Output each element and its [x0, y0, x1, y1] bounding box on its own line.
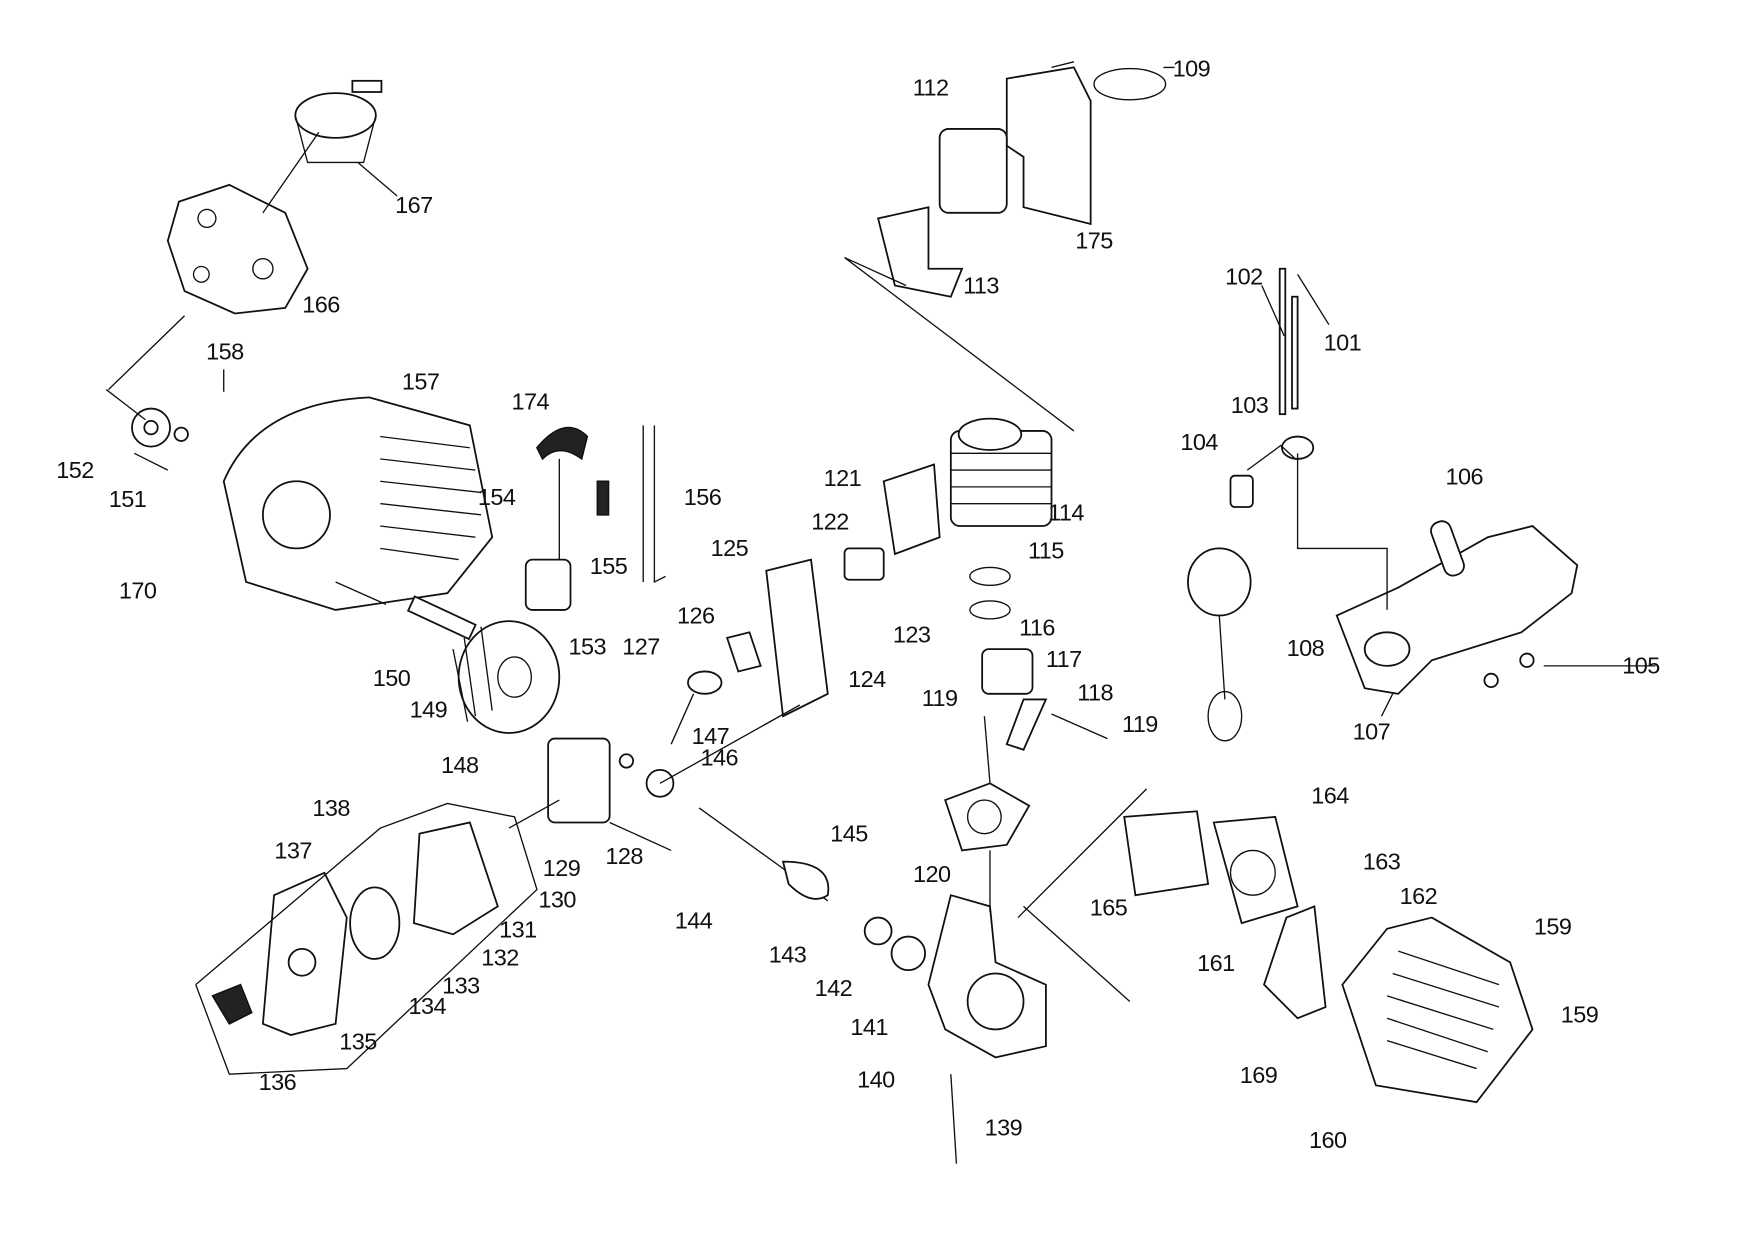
leader-lines — [105, 61, 1656, 1164]
part-label-109: 109 — [1173, 55, 1211, 81]
part-label-137: 137 — [274, 837, 312, 863]
part-label-159: 159 — [1534, 913, 1572, 939]
part-label-115: 115 — [1028, 537, 1064, 563]
part-labels: 109 112 175 113 102 101 167 166 158 157 174 156 152 1… — [56, 55, 1661, 1153]
part-label-165: 165 — [1090, 894, 1128, 920]
wire-harness — [642, 425, 666, 584]
part-label-107: 107 — [1353, 719, 1391, 745]
part-label-175: 175 — [1075, 228, 1113, 254]
part-label-149: 149 — [410, 696, 448, 722]
part-label-160: 160 — [1309, 1127, 1347, 1153]
part-label-174: 174 — [511, 389, 549, 415]
plates-125-121 — [687, 463, 941, 718]
part-label-125: 125 — [711, 535, 749, 561]
part-label-108: 108 — [1287, 635, 1325, 661]
crankshaft — [698, 807, 830, 902]
part-label-121: 121 — [824, 465, 862, 491]
part-label-139: 139 — [985, 1115, 1023, 1141]
part-label-131: 131 — [499, 917, 537, 943]
part-label-103: 103 — [1231, 392, 1269, 418]
part-label-120: 120 — [913, 861, 951, 887]
part-label-163: 163 — [1363, 848, 1401, 874]
part-label-162: 162 — [1400, 883, 1438, 909]
part-label-102: 102 — [1225, 263, 1263, 289]
carburetor — [508, 737, 611, 829]
part-label-157: 157 — [402, 369, 440, 395]
clutch-assembly — [166, 183, 309, 315]
part-label-104: 104 — [1180, 429, 1218, 455]
part-label-119: 119 — [922, 685, 958, 711]
part-label-112: 112 — [913, 74, 949, 100]
part-label-116: 116 — [1019, 615, 1055, 641]
ignition-coil — [524, 426, 589, 611]
part-label-154: 154 — [478, 484, 516, 510]
part-label-169: 169 — [1240, 1062, 1278, 1088]
starter-housing — [131, 396, 494, 611]
fan-cover — [1123, 810, 1534, 1104]
bearings — [618, 753, 926, 972]
part-label-145: 145 — [830, 820, 868, 846]
part-label-142: 142 — [815, 975, 853, 1001]
part-label-140: 140 — [857, 1067, 895, 1093]
flywheel — [406, 595, 561, 734]
air-filter — [195, 802, 538, 1075]
part-label-124: 124 — [848, 666, 886, 692]
part-label-153: 153 — [569, 634, 607, 660]
part-label-170: 170 — [119, 578, 157, 604]
fuel-lines — [1229, 267, 1388, 610]
piston-conrod — [981, 648, 1108, 751]
part-label-129: 129 — [543, 855, 581, 881]
crankcase — [927, 894, 1047, 1059]
part-label-134: 134 — [409, 993, 447, 1019]
part-label-133: 133 — [442, 973, 480, 999]
part-label-135: 135 — [339, 1029, 377, 1055]
part-label-106: 106 — [1446, 464, 1484, 490]
part-label-150: 150 — [373, 665, 411, 691]
part-label-128: 128 — [605, 843, 643, 869]
gasket-120 — [944, 782, 1031, 852]
part-label-143: 143 — [769, 941, 807, 967]
piston-rings — [969, 566, 1011, 620]
part-label-164: 164 — [1311, 782, 1349, 808]
part-label-146: 146 — [701, 744, 739, 770]
part-label-147: 147 — [692, 723, 730, 749]
part-label-127: 127 — [622, 634, 660, 660]
part-label-152: 152 — [56, 457, 94, 483]
part-label-159: 159 — [1561, 1002, 1599, 1028]
part-label-158: 158 — [206, 338, 244, 364]
part-label-161: 161 — [1197, 950, 1235, 976]
fuel-cap — [1187, 547, 1252, 742]
part-label-148: 148 — [441, 752, 479, 778]
fuel-tank — [1335, 520, 1579, 695]
part-label-122: 122 — [811, 508, 849, 534]
part-label-123: 123 — [893, 621, 931, 647]
cylinder — [949, 417, 1053, 527]
part-label-113: 113 — [963, 272, 999, 298]
muffler — [877, 66, 1167, 298]
part-label-118: 118 — [1077, 680, 1113, 706]
part-label-155: 155 — [590, 553, 628, 579]
part-label-156: 156 — [684, 484, 722, 510]
part-label-166: 166 — [302, 291, 340, 317]
part-label-130: 130 — [538, 886, 576, 912]
part-label-138: 138 — [312, 795, 350, 821]
part-label-132: 132 — [481, 945, 519, 971]
part-label-136: 136 — [259, 1069, 297, 1095]
part-label-141: 141 — [850, 1014, 888, 1040]
clutch-drum — [294, 79, 383, 164]
part-label-117: 117 — [1046, 646, 1082, 672]
part-label-126: 126 — [677, 602, 715, 628]
part-label-114: 114 — [1048, 499, 1084, 525]
spark-plug — [596, 480, 610, 516]
part-label-151: 151 — [109, 486, 147, 512]
part-label-101: 101 — [1324, 329, 1362, 355]
part-label-144: 144 — [675, 908, 713, 934]
part-label-105: 105 — [1622, 653, 1660, 679]
part-label-167: 167 — [395, 192, 433, 218]
part-label-119: 119 — [1122, 711, 1158, 737]
